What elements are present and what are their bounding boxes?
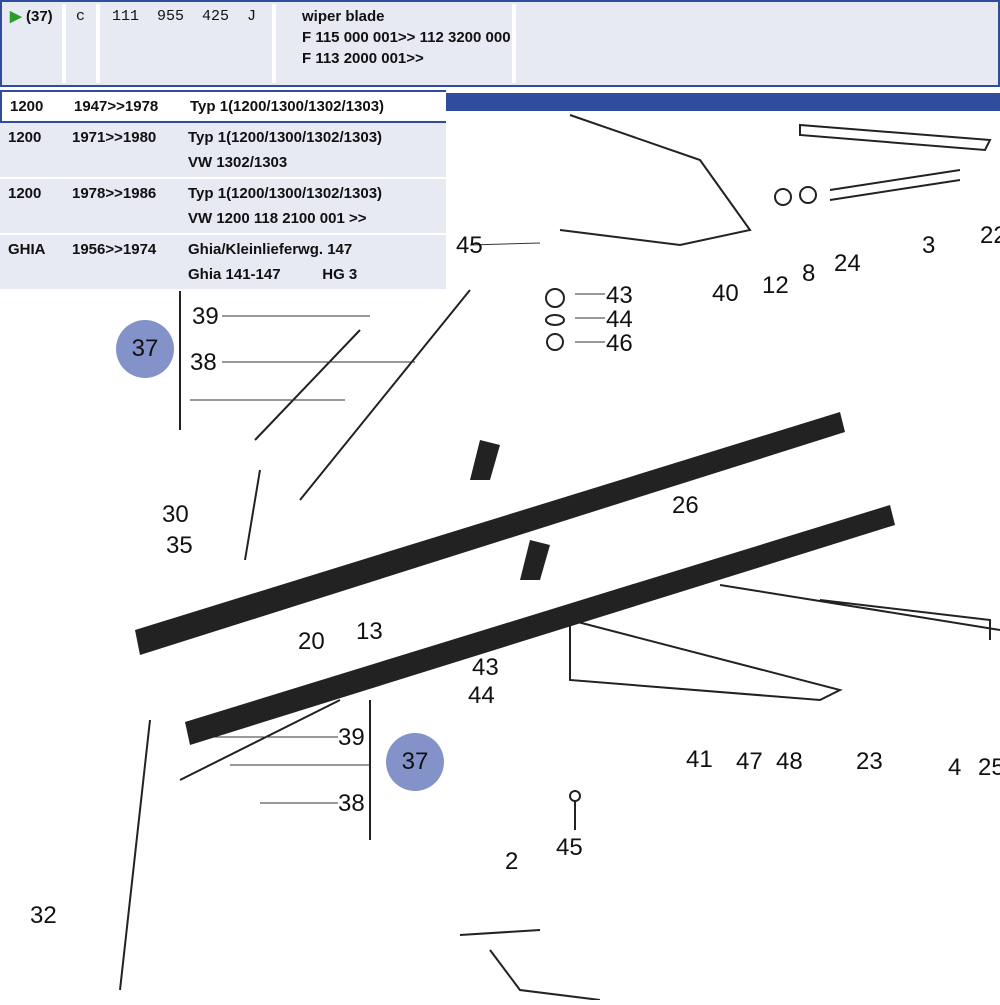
part-row[interactable]: ▶ (37) c 111 955 425 J wiper blade F 115…: [0, 0, 1000, 87]
model-row[interactable]: 1200 1971>>1980 Typ 1(1200/1300/1302/1303)…: [0, 123, 446, 179]
callout-20: 20: [298, 628, 325, 655]
model-row[interactable]: 1200 1947>>1978 Typ 1(1200/1300/1302/1303): [0, 90, 446, 123]
model: Typ 1(1200/1300/1302/1303): [188, 129, 383, 146]
callout-38: 38: [338, 790, 365, 817]
callout-47: 47: [736, 748, 763, 775]
callout-38: 38: [190, 349, 217, 376]
model: Typ 1(1200/1300/1302/1303): [190, 98, 385, 115]
model: Typ 1(1200/1300/1302/1303): [188, 185, 383, 202]
model: Ghia/Kleinlieferwg. 147: [188, 241, 353, 258]
engine: 1200: [8, 129, 42, 146]
years: 1971>>1980: [72, 129, 157, 146]
callout-45: 45: [556, 834, 583, 861]
callout-44: 44: [606, 306, 633, 333]
model-note: VW 1200 118 2100 001 >>: [188, 210, 367, 227]
callout-43: 43: [606, 282, 633, 309]
part-note: F 113 2000 001>>: [302, 50, 424, 67]
callout-2: 2: [505, 848, 519, 875]
play-icon: ▶: [10, 8, 22, 25]
years: 1947>>1978: [74, 98, 159, 115]
callout-30: 30: [162, 501, 189, 528]
callout-12: 12: [762, 272, 789, 299]
callout-40: 40: [712, 280, 739, 307]
part-number: 111 955 425 J: [112, 8, 257, 25]
engine: 1200: [8, 185, 42, 202]
callout-4: 4: [948, 754, 962, 781]
callout-8: 8: [802, 260, 816, 287]
callout-48: 48: [776, 748, 803, 775]
callout-24: 24: [834, 250, 861, 277]
part-code: c: [76, 8, 86, 25]
callout-3: 3: [922, 232, 936, 259]
callout-26: 26: [672, 492, 699, 519]
callout-45: 45: [456, 232, 483, 259]
callout-46: 46: [606, 330, 633, 357]
callout-25: 25: [978, 754, 1000, 781]
model-row[interactable]: GHIA 1956>>1974 Ghia/Kleinlieferwg. 147 Gh…: [0, 235, 446, 291]
callout-23: 23: [856, 748, 883, 775]
model-row[interactable]: 1200 1978>>1986 Typ 1(1200/1300/1302/1303)…: [0, 179, 446, 235]
callout-39: 39: [192, 303, 219, 330]
highlight-callout-37[interactable]: 37: [386, 733, 444, 791]
model-note: VW 1302/1303: [188, 154, 288, 171]
engine: GHIA: [8, 241, 46, 258]
highlight-callout-37[interactable]: 37: [116, 320, 174, 378]
callout-13: 13: [356, 618, 383, 645]
callout-39: 39: [338, 724, 365, 751]
model-note: Ghia 141-147 HG 3: [188, 266, 358, 283]
years: 1978>>1986: [72, 185, 157, 202]
callout-43: 43: [472, 654, 499, 681]
engine: 1200: [10, 98, 44, 115]
part-description: wiper blade: [302, 8, 385, 25]
callout-32: 32: [30, 902, 57, 929]
part-position: (37): [26, 8, 53, 25]
callout-44: 44: [468, 682, 495, 709]
callout-22: 22: [980, 222, 1000, 249]
selection-bar: [446, 93, 1000, 111]
part-note: F 115 000 001>> 112 3200 000: [302, 29, 511, 46]
callout-35: 35: [166, 532, 193, 559]
callout-41: 41: [686, 746, 713, 773]
years: 1956>>1974: [72, 241, 157, 258]
